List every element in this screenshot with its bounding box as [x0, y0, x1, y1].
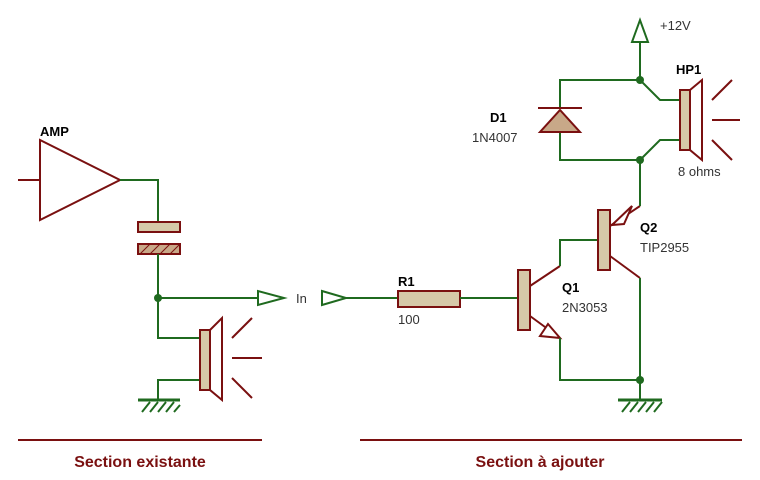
ground-left-icon — [138, 398, 181, 413]
wire-diode-bottom — [559, 132, 640, 161]
in-port-out — [257, 289, 288, 307]
amp-symbol — [18, 138, 123, 222]
wire-to-speaker-top — [157, 298, 200, 339]
supply-arrow-icon — [630, 17, 650, 43]
wire-speaker-to-ground — [157, 379, 200, 400]
r1-name: R1 — [398, 274, 415, 289]
ground-right-icon — [618, 398, 663, 413]
amp-label: AMP — [40, 124, 69, 139]
d1-diode — [537, 107, 583, 133]
q2-name: Q2 — [640, 220, 657, 235]
hp1-value: 8 ohms — [678, 164, 721, 179]
hp1-name: HP1 — [676, 62, 701, 77]
section-existing-label: Section existante — [74, 454, 206, 471]
in-port-in — [321, 289, 350, 307]
wire-diode-top — [559, 79, 640, 108]
in-label: In — [296, 291, 307, 306]
section-to-add-label: Section à ajouter — [476, 454, 605, 471]
wire-q1e-to-ground — [559, 338, 640, 381]
d1-part: 1N4007 — [472, 130, 518, 145]
d1-name: D1 — [490, 110, 507, 125]
r1-value: 100 — [398, 312, 420, 327]
existing-speaker-icon — [199, 315, 262, 403]
q1-name: Q1 — [562, 280, 579, 295]
coupling-capacitor — [137, 221, 181, 255]
q2-part: TIP2955 — [640, 240, 689, 255]
q1-transistor — [517, 265, 563, 340]
wire-hp-bottom — [639, 139, 680, 161]
junction-dot — [636, 376, 644, 384]
q2-transistor — [597, 205, 641, 279]
q1-part: 2N3053 — [562, 300, 608, 315]
wire-amp-to-cap — [120, 179, 159, 222]
wire-cap-to-in — [157, 254, 258, 299]
supply-label: +12V — [660, 18, 691, 33]
wire-hp-top — [639, 79, 680, 101]
hp1-speaker-icon — [679, 77, 740, 163]
wire-q1c-to-q2b — [559, 239, 598, 266]
r1-resistor — [397, 290, 461, 308]
